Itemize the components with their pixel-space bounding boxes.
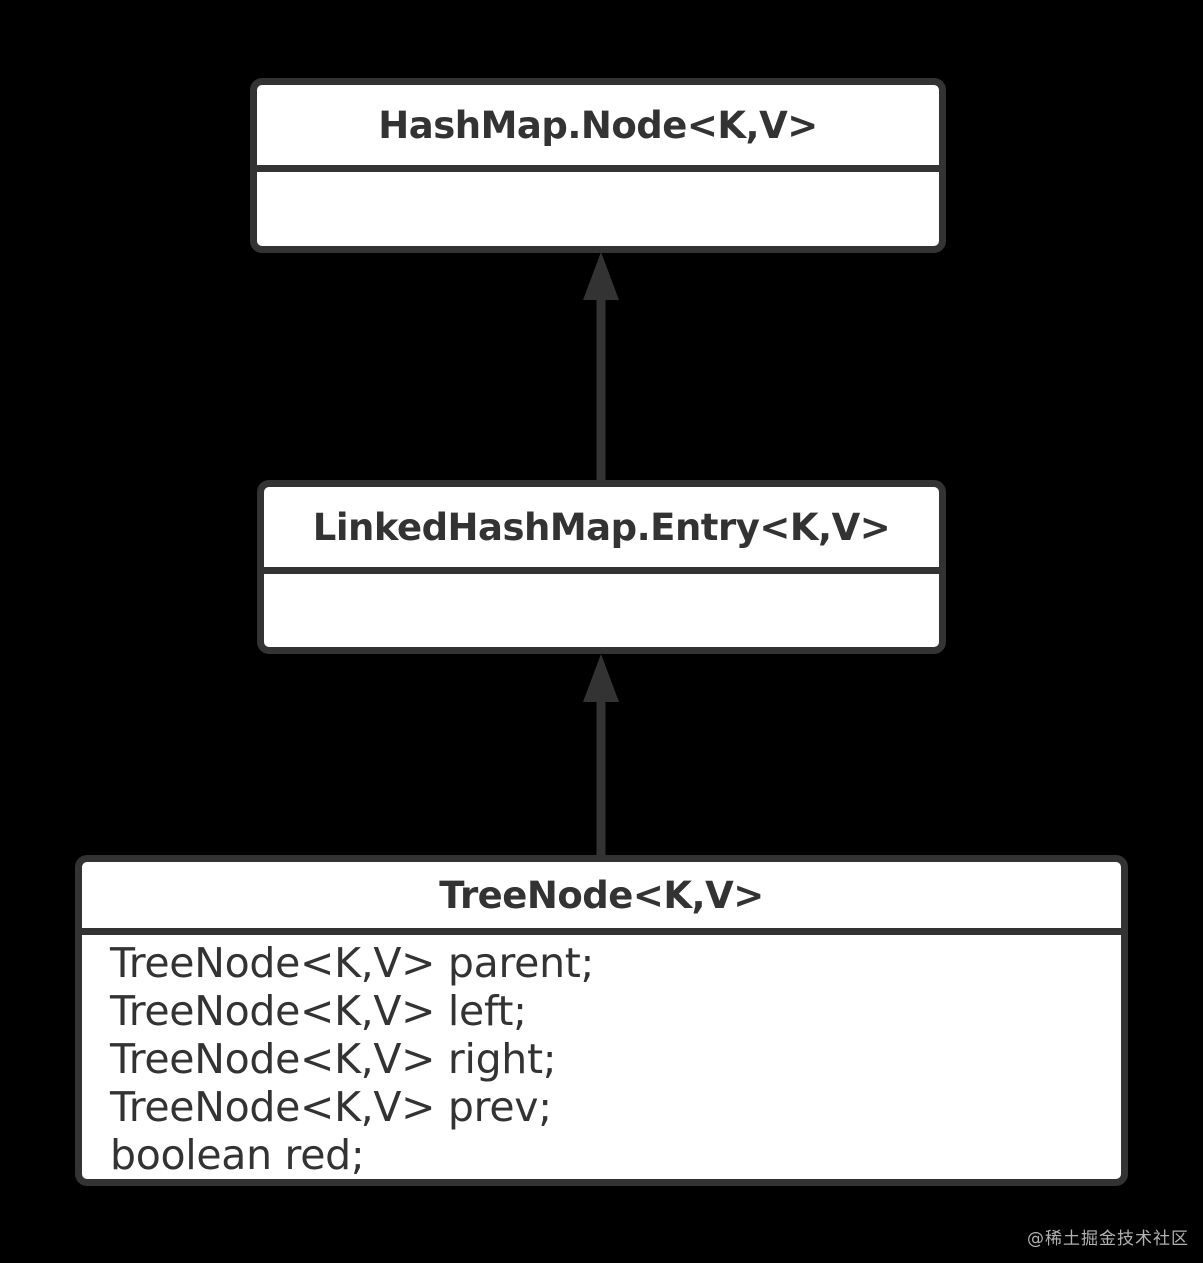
class-box-treenode[interactable]: TreeNode<K,V> TreeNode<K,V> parent; Tree… xyxy=(75,855,1128,1186)
class-field: TreeNode<K,V> left; xyxy=(110,987,527,1035)
class-body-hashmap-node xyxy=(257,165,939,246)
class-field: TreeNode<K,V> parent; xyxy=(110,939,595,987)
class-field: TreeNode<K,V> prev; xyxy=(110,1083,552,1131)
class-title-hashmap-node: HashMap.Node<K,V> xyxy=(378,103,818,147)
class-title-treenode: TreeNode<K,V> xyxy=(439,873,764,917)
class-box-linkedhashmap-entry[interactable]: LinkedHashMap.Entry<K,V> xyxy=(257,480,946,654)
class-field: TreeNode<K,V> right; xyxy=(110,1035,557,1083)
generalization-treenode-to-entry xyxy=(583,654,619,855)
class-field: boolean red; xyxy=(110,1131,365,1179)
class-body-treenode: TreeNode<K,V> parent; TreeNode<K,V> left… xyxy=(82,928,1121,1179)
watermark: @稀土掘金技术社区 xyxy=(1027,1229,1189,1249)
class-box-hashmap-node[interactable]: HashMap.Node<K,V> xyxy=(250,78,946,253)
generalization-entry-to-node xyxy=(583,252,619,480)
class-body-linkedhashmap-entry xyxy=(264,567,939,647)
class-title-linkedhashmap-entry: LinkedHashMap.Entry<K,V> xyxy=(312,505,891,549)
